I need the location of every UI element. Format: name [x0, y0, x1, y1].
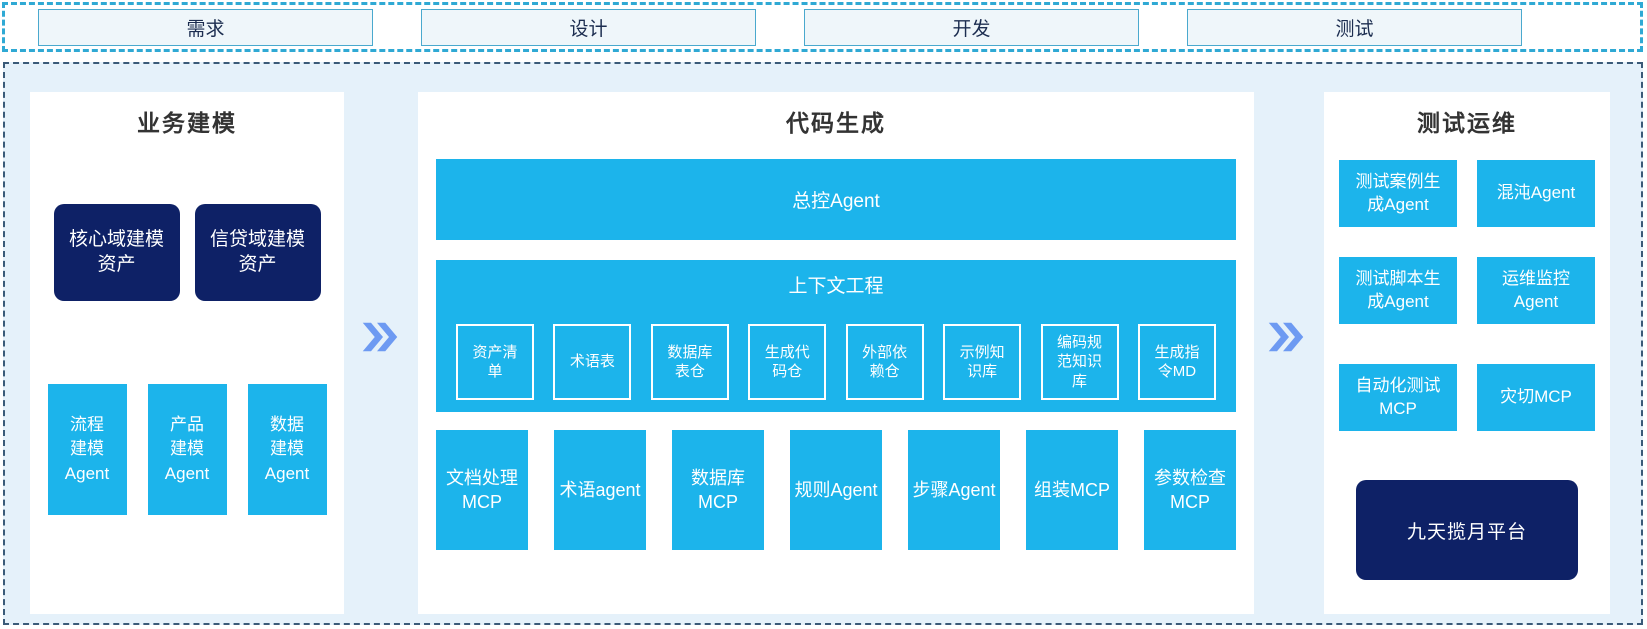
- tool-box-database-mcp: 数据库 MCP: [672, 430, 764, 550]
- chevron-double-right-icon: [1268, 322, 1304, 352]
- phase-strip: 需求 设计 开发 测试: [2, 2, 1643, 52]
- tool-box-rule-agent: 规则Agent: [790, 430, 882, 550]
- ctx-item-glossary: 术语表: [553, 324, 632, 400]
- ctx-item-external-deps-repo: 外部依 赖仓: [845, 324, 924, 400]
- business-asset-row: 核心域建模 资产 信贷域建模 资产: [30, 204, 344, 301]
- phase-box-requirements: 需求: [38, 8, 373, 46]
- panel-test-ops: 测试运维 测试案例生 成Agent 混沌Agent 测试脚本生 成Agent 运…: [1324, 92, 1610, 614]
- panel-title-code-generation: 代码生成: [786, 110, 886, 136]
- phase-box-testing: 测试: [1187, 8, 1522, 46]
- box-auto-test-mcp: 自动化测试 MCP: [1339, 364, 1457, 431]
- master-agent-bar: 总控Agent: [436, 159, 1236, 240]
- tool-box-doc-processing-mcp: 文档处理 MCP: [436, 430, 528, 550]
- test-ops-rows: 测试案例生 成Agent 混沌Agent 测试脚本生 成Agent 运维监控 A…: [1324, 160, 1610, 461]
- tool-box-step-agent: 步骤Agent: [908, 430, 1000, 550]
- phase-box-design: 设计: [421, 8, 756, 46]
- tool-box-assembly-mcp: 组装MCP: [1026, 430, 1118, 550]
- box-chaos-agent: 混沌Agent: [1477, 160, 1595, 227]
- ctx-item-asset-list: 资产清 单: [456, 324, 534, 400]
- test-ops-row-3: 自动化测试 MCP 灾切MCP: [1324, 364, 1610, 431]
- context-engineering-title: 上下文工程: [788, 276, 884, 297]
- context-engineering-items: 资产清 单 术语表 数据库 表仓 生成代 码仓 外部依 赖仓 示例知 识库 编码…: [456, 324, 1216, 400]
- panel-title-test-ops: 测试运维: [1417, 110, 1517, 136]
- agent-box-data-modeling: 数据 建模 Agent: [247, 384, 327, 515]
- ctx-item-coding-standard-knowledge: 编码规 范知识 库: [1040, 324, 1119, 400]
- box-disaster-switch-mcp: 灾切MCP: [1477, 364, 1595, 431]
- ctx-item-generated-code-repo: 生成代 码仓: [748, 324, 827, 400]
- business-agent-row: 流程 建模 Agent 产品 建模 Agent 数据 建模 Agent: [30, 384, 344, 515]
- phase-box-development: 开发: [804, 8, 1139, 46]
- test-ops-row-2: 测试脚本生 成Agent 运维监控 Agent: [1324, 257, 1610, 324]
- panel-business-modeling: 业务建模 核心域建模 资产 信贷域建模 资产 流程 建模 Agent 产品 建模…: [30, 92, 344, 614]
- main-container: 业务建模 核心域建模 资产 信贷域建模 资产 流程 建模 Agent 产品 建模…: [3, 62, 1643, 625]
- ctx-item-example-knowledge: 示例知 识库: [943, 324, 1022, 400]
- asset-box-core-domain: 核心域建模 资产: [53, 204, 180, 301]
- code-generation-tools-row: 文档处理 MCP 术语agent 数据库 MCP 规则Agent 步骤Agent…: [436, 430, 1236, 550]
- context-engineering-bar: 上下文工程 资产清 单 术语表 数据库 表仓 生成代 码仓 外部依 赖仓 示例知…: [436, 260, 1236, 412]
- test-ops-row-1: 测试案例生 成Agent 混沌Agent: [1324, 160, 1610, 227]
- chevron-double-right-icon: [362, 322, 398, 352]
- box-jiutian-lanyue-platform: 九天揽月平台: [1356, 480, 1578, 580]
- panel-title-business-modeling: 业务建模: [137, 110, 237, 136]
- agent-box-process-modeling: 流程 建模 Agent: [47, 384, 127, 515]
- agent-box-product-modeling: 产品 建模 Agent: [147, 384, 227, 515]
- tool-box-param-check-mcp: 参数检查 MCP: [1144, 430, 1236, 550]
- panel-code-generation: 代码生成 总控Agent 上下文工程 资产清 单 术语表 数据库 表仓 生成代 …: [418, 92, 1254, 614]
- tool-box-terminology-agent: 术语agent: [554, 430, 646, 550]
- box-test-case-gen-agent: 测试案例生 成Agent: [1339, 160, 1457, 227]
- box-ops-monitor-agent: 运维监控 Agent: [1477, 257, 1595, 324]
- asset-box-credit-domain: 信贷域建模 资产: [194, 204, 321, 301]
- ctx-item-generation-instruction-md: 生成指 令MD: [1137, 324, 1216, 400]
- ctx-item-db-table-repo: 数据库 表仓: [650, 324, 729, 400]
- box-test-script-gen-agent: 测试脚本生 成Agent: [1339, 257, 1457, 324]
